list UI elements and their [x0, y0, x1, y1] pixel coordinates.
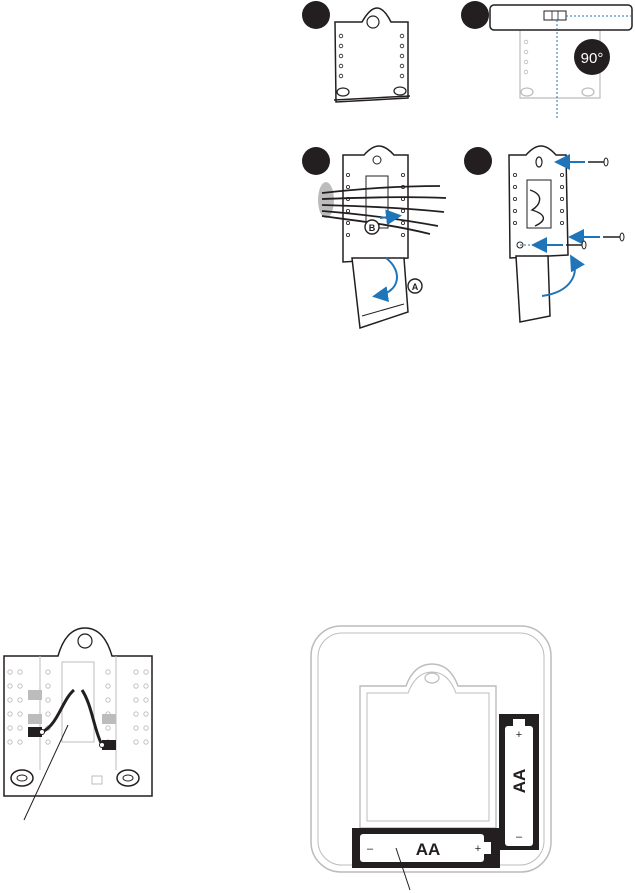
- step-2-panel: 90°: [461, 1, 632, 120]
- thermostat-back: + – AA – + AA: [311, 626, 551, 890]
- battery-vertical-label: AA: [510, 769, 529, 794]
- battery-horizontal-plus: +: [475, 843, 481, 855]
- terminal-block-gray-2: [28, 714, 42, 724]
- screw-icon-top: [588, 158, 608, 166]
- step-3-panel: B A: [302, 146, 446, 328]
- wired-wallplate: [4, 628, 152, 820]
- step-4-panel: [464, 146, 624, 322]
- battery-horizontal-terminal: [484, 842, 491, 854]
- step-3-badge: [302, 147, 330, 175]
- battery-horizontal-label: AA: [416, 840, 441, 859]
- step-2-badge: [461, 1, 489, 29]
- screw-icon-bottom: [566, 241, 586, 249]
- battery-vertical-minus: –: [516, 831, 523, 843]
- step-4-badge: [464, 147, 492, 175]
- cover-plate-closed: [516, 256, 550, 322]
- level-bubble-vial: [544, 11, 566, 20]
- callout-b-label: B: [369, 223, 376, 233]
- terminal-block-gray-3: [102, 714, 116, 724]
- battery-vertical-terminal: [513, 719, 525, 726]
- angle-label: 90°: [581, 50, 604, 67]
- cover-plate: [352, 258, 408, 328]
- step-1-panel: [302, 1, 410, 102]
- battery-vertical-plus: +: [516, 729, 522, 741]
- callout-a-label: A: [412, 282, 419, 292]
- battery-horizontal-minus: –: [367, 843, 374, 855]
- screw-icon-right: [603, 233, 624, 241]
- terminal-block-gray-1: [28, 690, 42, 700]
- step-1-badge: [302, 1, 330, 29]
